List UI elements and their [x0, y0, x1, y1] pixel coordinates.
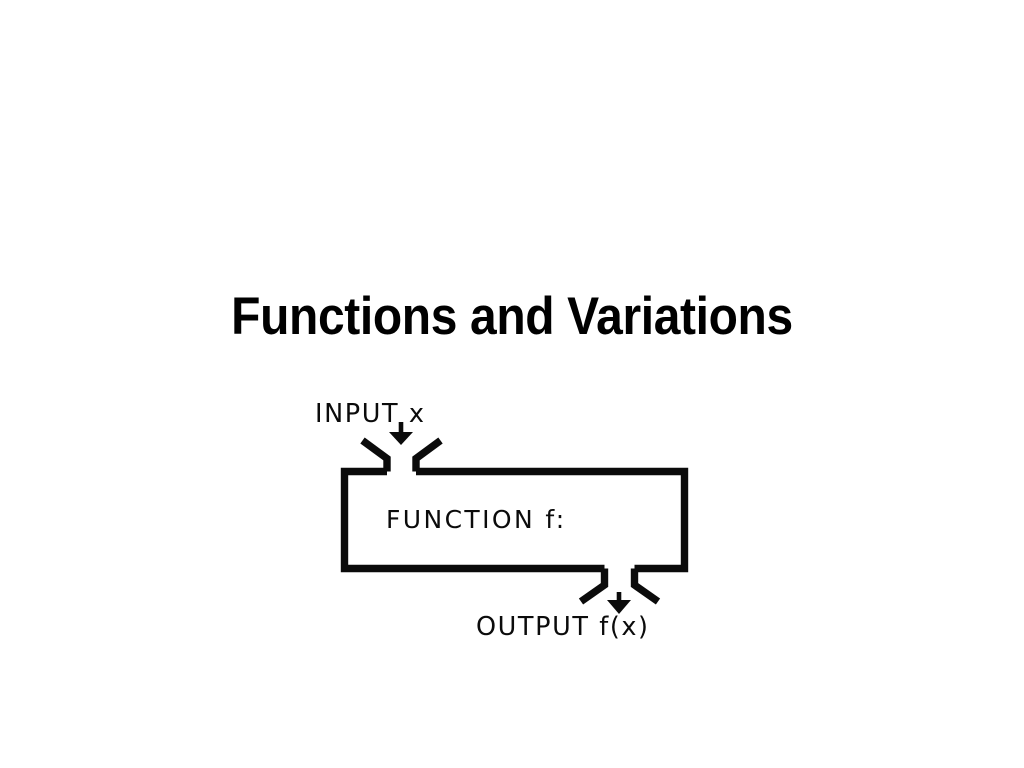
spout-icon-right-arm [630, 568, 661, 605]
spout-icon-left-arm [578, 568, 609, 605]
output-label: OUTPUT f(x) [476, 612, 650, 642]
function-label: FUNCTION f: [386, 505, 567, 534]
funnel-icon-right-arm [412, 437, 443, 472]
arrow-down-icon-output [607, 600, 631, 614]
input-label: INPUT x [315, 399, 426, 429]
function-machine-svg: INPUT x FUNCTION f: OUTPUT f(x) [315, 399, 689, 642]
page-title: Functions and Variations [231, 287, 793, 346]
function-machine-diagram: INPUT x FUNCTION f: OUTPUT f(x) [296, 384, 768, 648]
machine-box-icon-right [416, 467, 689, 573]
funnel-icon-left-arm [360, 437, 391, 472]
arrow-down-icon-input [389, 432, 413, 445]
machine-box-icon-left [340, 467, 605, 573]
